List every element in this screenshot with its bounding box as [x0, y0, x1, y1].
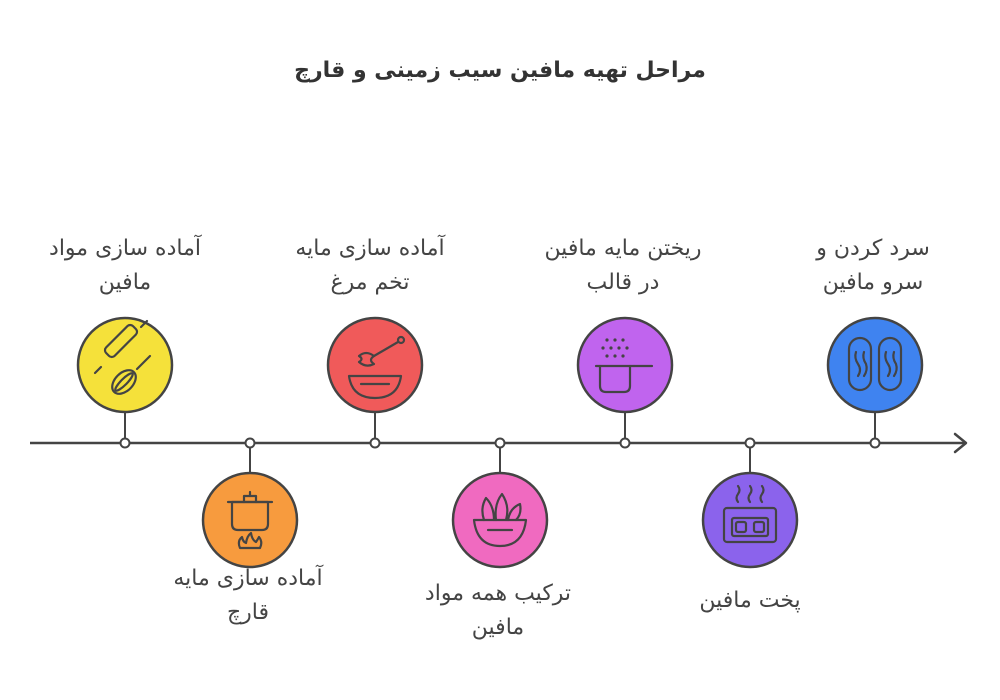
step-6-marker: [744, 437, 756, 449]
step-1: [76, 316, 174, 449]
step-1-circle: [76, 316, 174, 414]
step-4: [451, 437, 549, 569]
drops-icon: [601, 338, 629, 358]
step-2: [201, 437, 299, 569]
rolling-pin-whisk-icon: [93, 319, 152, 395]
step-7: [826, 316, 924, 449]
step-5-marker: [619, 437, 631, 449]
step-4-marker: [494, 437, 506, 449]
step-7-circle: [826, 316, 924, 414]
step-6-label: پخت مافین: [699, 588, 801, 613]
diagram-title: مراحل تهیه مافین سیب زمینی و قارچ: [294, 58, 706, 83]
step-2-marker: [244, 437, 256, 449]
step-6-circle: [701, 471, 799, 569]
step-3-marker: [369, 437, 381, 449]
step-7-marker: [869, 437, 881, 449]
muffins-icon: [847, 336, 903, 392]
saucepan-icon: [594, 364, 654, 394]
step-6: [701, 437, 799, 569]
timeline-arrowhead: [953, 432, 968, 454]
step-2-circle: [201, 471, 299, 569]
mixing-bowl-icon: [347, 335, 406, 400]
salad-bowl-icon: [472, 492, 528, 548]
step-1-marker: [119, 437, 131, 449]
oven-icon: [722, 484, 778, 544]
step-5: [576, 316, 674, 449]
step-3: [326, 316, 424, 449]
cooking-pot-icon: [226, 490, 274, 550]
